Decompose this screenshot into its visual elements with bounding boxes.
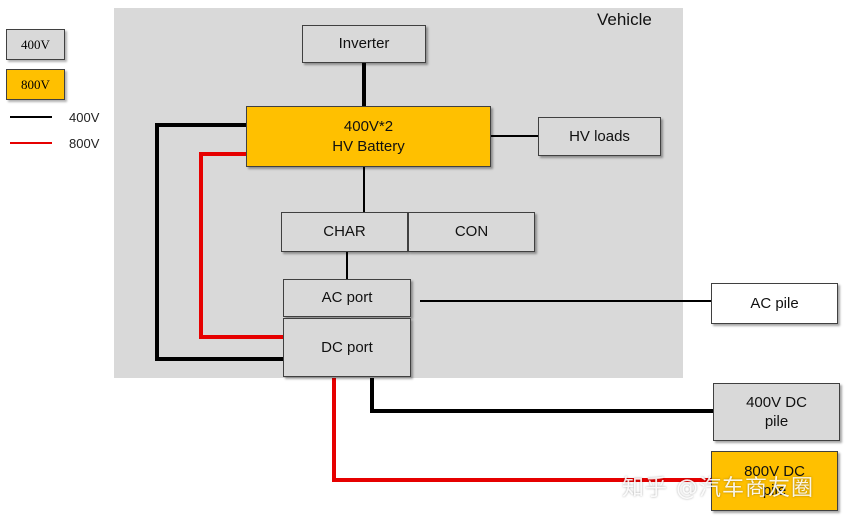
dc-port-block: DC port (283, 318, 411, 377)
legend-box-800v: 800V (6, 69, 65, 100)
con-block: CON (408, 212, 535, 252)
dc-pile-800v-block: 800V DC pile (711, 451, 838, 511)
char-block: CHAR (281, 212, 408, 252)
hv-battery-block: 400V*2 HV Battery (246, 106, 491, 167)
ac-port-block: AC port (283, 279, 411, 317)
legend-label-400v: 400V (69, 110, 100, 125)
wire-dcport-800vpile (332, 378, 713, 482)
legend-label-800v: 800V (69, 136, 100, 151)
vehicle-title: Vehicle (597, 10, 652, 29)
hv-loads-block: HV loads (538, 117, 661, 156)
wire-400v-battery-dcport (155, 123, 284, 361)
wire-800v-battery-dcport (199, 152, 284, 339)
ac-pile-block: AC pile (711, 283, 838, 324)
legend-box-400v: 400V (6, 29, 65, 60)
inverter-block: Inverter (302, 25, 426, 63)
dc-pile-400v-block: 400V DC pile (713, 383, 840, 441)
wire-dcport-400vpile (370, 378, 713, 413)
watermark-text: 知乎 @汽车商友圈 (622, 476, 814, 501)
